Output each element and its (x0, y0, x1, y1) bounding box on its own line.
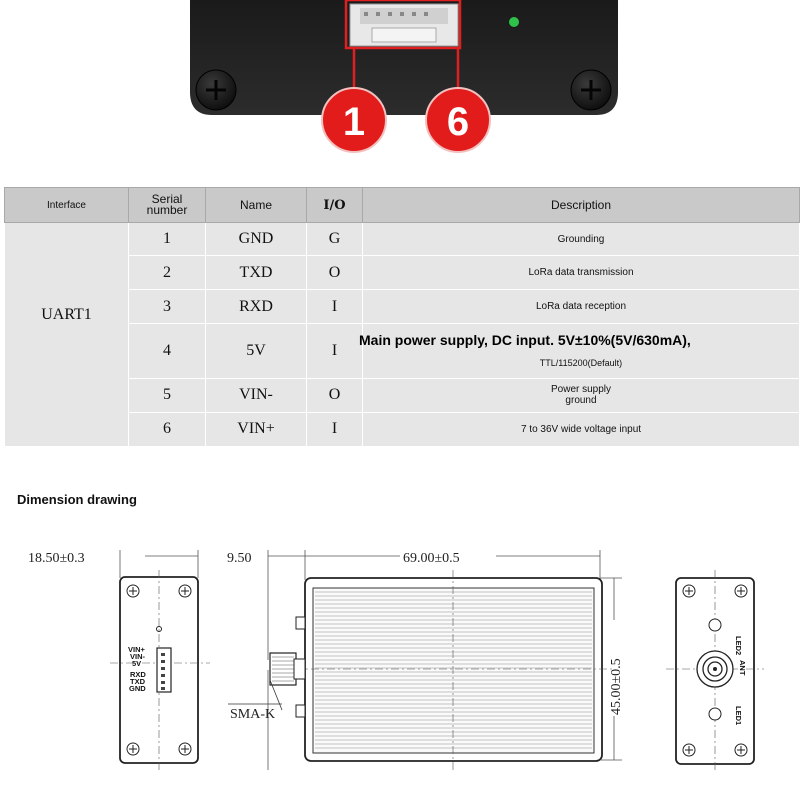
svg-text:VIN+: VIN+ (128, 645, 146, 654)
svg-text:LED1: LED1 (734, 706, 743, 725)
table-row: UART1 1 GND G Grounding (4, 221, 800, 447)
header-description: Description (362, 187, 800, 223)
header-io: I/O (306, 187, 363, 223)
table-row: 3 RXD I LoRa data reception (5, 289, 800, 325)
end-view: LED2 ANT LED1 (666, 570, 764, 770)
dimension-heading: Dimension drawing (17, 492, 137, 507)
io-cell: O (306, 255, 363, 291)
description-cell: Main power supply, DC input. 5V±10%(5V/6… (359, 323, 800, 379)
connector-highlight (344, 0, 462, 50)
name-cell: GND (205, 221, 307, 257)
serial-cell: 2 (128, 255, 206, 291)
serial-cell: 5 (128, 377, 206, 413)
device-photo: 1 6 (190, 0, 618, 153)
description-sub: TTL/115200(Default) (539, 358, 623, 369)
serial-cell: 6 (128, 411, 206, 448)
io-cell: I (306, 289, 363, 325)
callout-pin-6: 6 (425, 87, 491, 153)
table-row: 2 TXD O LoRa data transmission (5, 255, 800, 291)
svg-text:VIN-: VIN- (130, 652, 146, 661)
svg-text:18.50±0.3: 18.50±0.3 (28, 551, 85, 566)
description-cell: 7 to 36V wide voltage input (362, 411, 800, 448)
description-cell: Grounding (362, 221, 800, 257)
top-view: 9.50 69.00±0.5 SMA-K 45.00±0.5 (227, 550, 624, 770)
name-cell: VIN+ (205, 411, 307, 448)
side-view: 18.50±0.3 VIN+ VIN- 5V RXD TXD GND (28, 550, 210, 770)
svg-text:LED2: LED2 (734, 636, 743, 655)
antenna-connector-icon (696, 650, 734, 688)
serial-cell: 4 (128, 323, 206, 379)
dimension-drawing: 18.50±0.3 VIN+ VIN- 5V RXD TXD GND 9.50 (28, 550, 764, 770)
svg-text:45.00±0.5: 45.00±0.5 (609, 658, 624, 715)
header-name: Name (205, 187, 307, 223)
svg-text:9.50: 9.50 (227, 551, 252, 566)
svg-text:5V: 5V (132, 659, 141, 668)
callout-pin-1: 1 (321, 87, 387, 153)
header-interface: Interface (4, 187, 129, 223)
name-cell: VIN- (205, 377, 307, 413)
io-cell: O (306, 377, 363, 413)
svg-text:69.00±0.5: 69.00±0.5 (403, 551, 460, 566)
io-cell: I (306, 411, 363, 448)
description-cell: LoRa data reception (362, 289, 800, 325)
table-row: 4 5V I Main power supply, DC input. 5V±1… (5, 323, 800, 379)
svg-text:GND: GND (129, 684, 146, 693)
svg-text:RXD: RXD (130, 670, 146, 679)
table-row: 6 VIN+ I 7 to 36V wide voltage input (5, 411, 800, 448)
name-cell: RXD (205, 289, 307, 325)
description-cell: LoRa data transmission (362, 255, 800, 291)
serial-cell: 1 (128, 221, 206, 257)
io-cell: I (306, 323, 363, 379)
svg-text:TXD: TXD (130, 677, 146, 686)
serial-cell: 3 (128, 289, 206, 325)
name-cell: 5V (205, 323, 307, 379)
screw-icon (570, 69, 612, 111)
interface-cell: UART1 (4, 222, 129, 447)
led-icon (509, 17, 519, 27)
svg-text:1: 1 (343, 100, 365, 144)
svg-text:6: 6 (447, 100, 469, 144)
device-body (190, 0, 618, 115)
description-main: Main power supply, DC input. 5V±10%(5V/6… (359, 332, 691, 349)
connector-icon (349, 3, 459, 47)
name-cell: TXD (205, 255, 307, 291)
io-cell: G (306, 221, 363, 257)
screw-icon (195, 69, 237, 111)
svg-text:ANT: ANT (738, 660, 747, 676)
svg-text:SMA-K: SMA-K (230, 707, 275, 722)
